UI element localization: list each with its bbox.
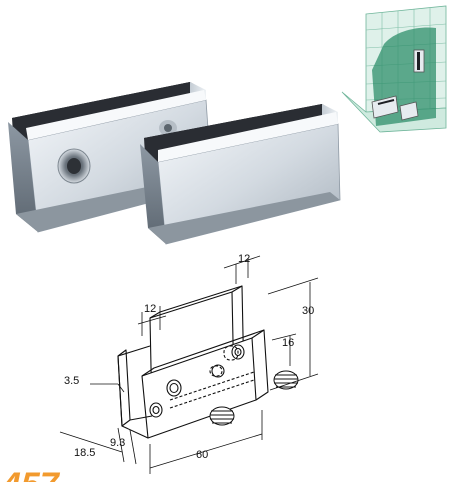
product-code: 457 [1, 466, 61, 482]
technical-drawing [117, 285, 269, 439]
dim-thickness: 3.5 [64, 375, 79, 387]
set-screw-left [209, 406, 235, 426]
dim-depth: 18.5 [74, 447, 95, 459]
dim-height: 30 [302, 305, 314, 317]
glass-clamp-photo-icon [8, 82, 341, 245]
dim-length: 60 [196, 449, 208, 461]
dim-channel-width-top: 12 [238, 253, 250, 265]
dim-channel-width: 12 [144, 303, 156, 315]
set-screw-icon [209, 370, 299, 426]
shower-enclosure-icon [341, 5, 447, 133]
dim-inner-depth: 9.3 [110, 437, 125, 449]
clamp-right [140, 104, 341, 245]
set-screw-right [273, 370, 299, 390]
dimension-lines [59, 255, 319, 474]
dim-hole-offset: 16 [282, 337, 294, 349]
